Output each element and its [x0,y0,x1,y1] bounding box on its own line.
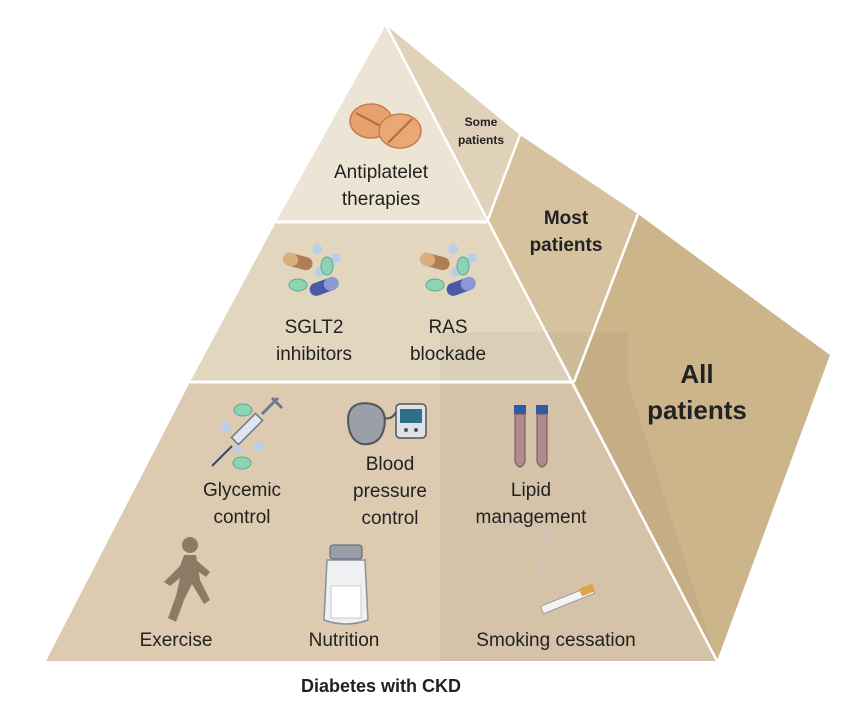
pills-icon-sglt2 [283,244,341,296]
label-sglt2: SGLT2 [285,317,344,338]
label-pressure: pressure [353,481,427,502]
label-some: Some [465,115,498,129]
label-smoking-cessation: Smoking cessation [476,630,635,651]
label-antiplatelet: Antiplatelet [334,162,429,183]
cigarette-icon [539,529,596,615]
tier-bottom [46,382,717,661]
label-inhibitors: inhibitors [276,344,352,365]
label-nutrition: Nutrition [309,630,380,651]
label-blockade: blockade [410,344,486,365]
label-all: All [680,359,713,389]
diagram-caption: Diabetes with CKD [301,676,461,696]
label-ras: RAS [428,317,467,338]
label-some-patients: patients [458,133,504,147]
insulin-syringe-icon [211,396,284,470]
label-lipid: Lipid [511,480,551,501]
divider-side-1 [485,134,522,223]
side-face-all-patients [574,214,830,661]
label-all-patients: patients [647,395,747,425]
label-glycemic: Glycemic [203,480,281,501]
label-most: Most [544,208,589,229]
salt-shaker-icon [323,544,369,625]
tablets-icon [349,103,422,149]
side-face-most-patients [487,135,638,382]
label-bp-control: control [361,508,418,529]
divider-side-2 [572,213,640,383]
label-blood: Blood [366,454,415,475]
label-control: control [213,507,270,528]
running-person-icon [164,537,210,622]
blood-pressure-monitor-icon [346,402,427,446]
label-therapies: therapies [342,189,420,210]
pills-icon-ras [420,244,477,296]
blood-tubes-icon [514,405,548,468]
label-management: management [476,507,588,528]
label-most-patients: patients [530,235,603,256]
label-exercise: Exercise [140,630,213,651]
divider-edge [384,24,719,662]
